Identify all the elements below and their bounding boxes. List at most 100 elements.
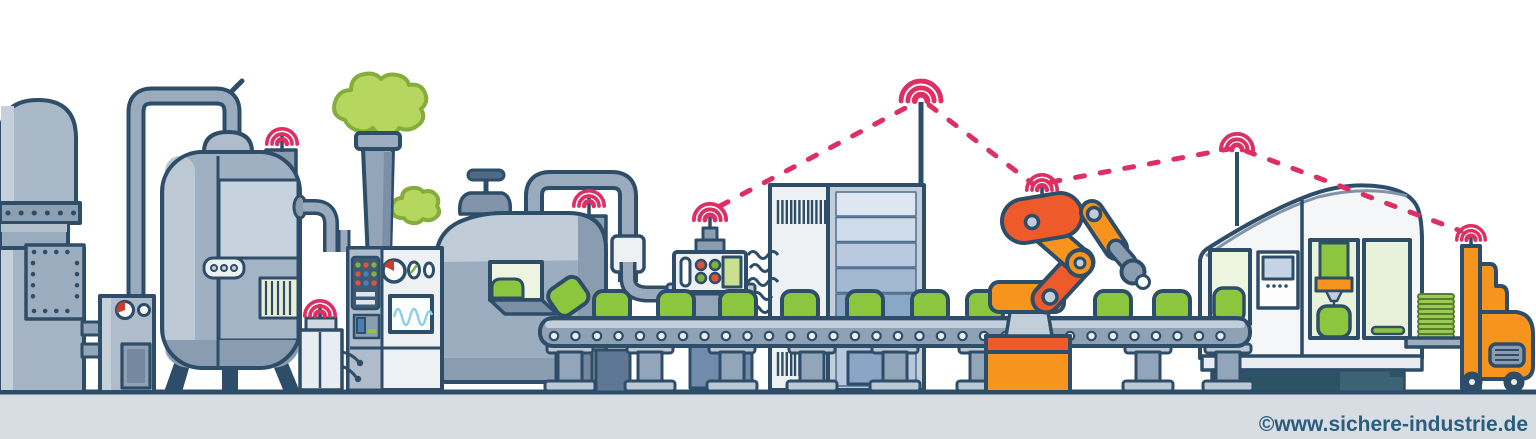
belt-roller [1150, 330, 1162, 342]
belt-roller [763, 330, 775, 342]
pedestal-foot [868, 379, 922, 393]
plc-wifi-icon [691, 201, 729, 223]
wifi-arc [691, 201, 729, 222]
hydraulic-press [0, 98, 126, 394]
control-cabinet [346, 246, 444, 392]
sensor-unit-wifi-icon [302, 299, 338, 319]
wireless-links [717, 101, 1464, 234]
belt-roller [1193, 330, 1205, 342]
panel-led [355, 280, 361, 286]
pedestal-foot [1201, 379, 1255, 393]
cnc-machine [1198, 152, 1424, 394]
small-gauge [137, 303, 151, 317]
louver-stripe [835, 191, 917, 217]
wifi-arc [1218, 131, 1256, 152]
robot-wifi-icon [1024, 173, 1060, 193]
plc-button-red [694, 258, 708, 272]
sensor-wire [341, 364, 358, 378]
robot-joint [1041, 288, 1059, 306]
wifi-arc [1024, 173, 1060, 192]
valve-handle [466, 168, 506, 182]
belt-roller [849, 330, 861, 342]
wifi-arc [1030, 178, 1054, 192]
pipe-left [126, 78, 245, 312]
sensor-unit [298, 304, 364, 392]
cnc-roof-line [1205, 189, 1408, 258]
wireless-nodes [264, 78, 1487, 319]
belt-roller [957, 330, 968, 342]
sensor-wire [341, 350, 360, 363]
pedestal-column [556, 350, 584, 384]
handle-dot [220, 264, 228, 272]
boiler-highlight [102, 298, 111, 390]
smoke-cloud-large [332, 71, 429, 138]
belt-roller [828, 330, 839, 342]
cnc-window-right [1362, 238, 1412, 340]
wifi-arc [312, 309, 328, 319]
wifi-arc [911, 91, 931, 104]
panel-dot [1278, 284, 1282, 288]
chimney-shade [382, 152, 392, 258]
wireless-link [717, 101, 916, 209]
mast-wifi-icon [898, 78, 944, 104]
tank-outline [160, 150, 302, 370]
dial-red-wedge [384, 259, 394, 271]
wave [748, 263, 772, 273]
device-led [368, 329, 376, 333]
indicator-oval-white [423, 261, 435, 279]
belt-roller [914, 330, 925, 342]
storage-tank [160, 130, 308, 392]
pedestal-column [798, 350, 826, 384]
pedestal-foot [623, 379, 677, 393]
panel-dot [1272, 284, 1276, 288]
agv-forklift [1404, 236, 1535, 393]
tank-wifi-icon [264, 127, 300, 147]
pedestal-column [1214, 350, 1242, 384]
belt-roller [720, 330, 732, 342]
product-tumbling [546, 274, 591, 318]
louver-stripe [835, 216, 917, 243]
robot-joint [1023, 213, 1041, 231]
robot-arm [984, 186, 1151, 394]
robot-wrist [1110, 242, 1134, 268]
belt-roller [1215, 330, 1226, 342]
cnc-screen [1261, 255, 1295, 281]
wifi-arc [270, 132, 294, 146]
robot-pedestal [1004, 310, 1054, 338]
belt-roller [613, 330, 624, 342]
wifi-arc [1455, 224, 1487, 242]
wifi-arc [697, 207, 723, 222]
belt-top-band [545, 321, 1245, 328]
belt-roller [656, 330, 667, 342]
belt-roller [591, 330, 603, 342]
floor-band [0, 392, 1536, 439]
chimney [332, 71, 442, 262]
wifi-arc [571, 189, 607, 208]
plc-button-red [708, 271, 722, 285]
panel-led [355, 271, 361, 277]
spindle-band [1314, 276, 1354, 293]
panel-slider [356, 300, 375, 305]
louver-stripe [835, 242, 917, 268]
wifi-arc [1034, 183, 1050, 193]
wifi-arc [898, 78, 944, 104]
pedestal-column [718, 350, 746, 384]
cnc-base-step [1390, 377, 1403, 391]
wireless-link [1048, 146, 1232, 185]
boiler-hatch-inner [127, 349, 145, 383]
panel-led [371, 262, 377, 268]
panel-led [355, 262, 361, 268]
wifi-arc [302, 299, 338, 318]
tank-highlight [165, 156, 195, 364]
fork-tray [1404, 336, 1470, 349]
belt-roller [1086, 330, 1097, 342]
pedestal-column [1134, 350, 1162, 384]
press-flange [0, 201, 82, 225]
product-item [1316, 304, 1352, 339]
wifi-arc [1464, 233, 1478, 243]
wireless-link [926, 102, 1036, 187]
smoke-cloud-small [389, 185, 442, 226]
wifi-arc [274, 137, 290, 147]
